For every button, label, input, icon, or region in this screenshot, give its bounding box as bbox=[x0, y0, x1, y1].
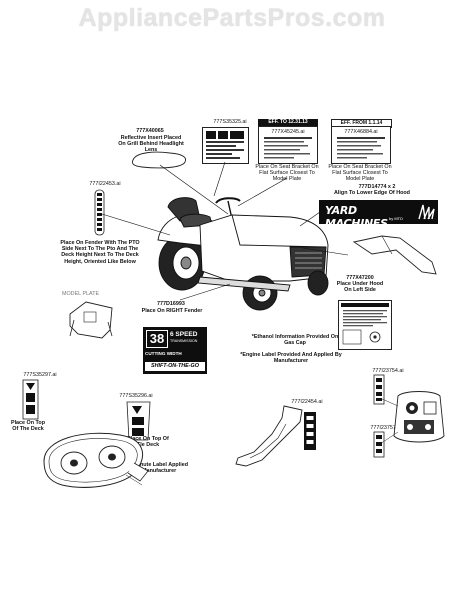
part-number-777x47200: 777X47200 bbox=[346, 275, 374, 281]
yard-machines-logo-text: YARD MACHINES bbox=[325, 204, 388, 230]
right-fender-note: Place On RIGHT Fender bbox=[141, 308, 203, 314]
decal-777d16993: 38 6 SPEED TRANSMISSION CUTTING WIDTH SH… bbox=[143, 327, 207, 374]
by-mtd-text: by MTD bbox=[389, 216, 403, 221]
cutting-width-text: CUTTING WIDTH bbox=[145, 351, 182, 356]
part-number-777d14774: 777D14774 x 2 bbox=[358, 184, 396, 190]
part-number-777i22453: 777I22453.ai bbox=[89, 181, 121, 187]
eff-to-banner: EFF. TO 12.31.13 bbox=[258, 119, 318, 126]
part-number-777d16993: 777D16993 bbox=[157, 301, 185, 307]
shift-on-the-go-text: SHIFT-ON-THE-GO bbox=[145, 362, 205, 371]
part-number-777i22454: 777I22454.ai bbox=[291, 399, 323, 405]
top-deck-note-1: Place On Top Of The Deck bbox=[10, 420, 46, 433]
ethanol-note: *Ethanol Information Provided On Gas Cap bbox=[251, 334, 339, 347]
model-plate-text-lines bbox=[264, 137, 312, 159]
part-number-777s35296: 777S35296.ai bbox=[119, 393, 153, 399]
decal-777x45245: 777X45245.ai bbox=[258, 126, 318, 164]
seat-bracket-note-2: Place On Seat Bracket On Flat Surface Cl… bbox=[328, 164, 392, 183]
decal-777s35325 bbox=[202, 127, 249, 164]
decal-777x47200 bbox=[338, 300, 392, 350]
align-hood-note: Align To Lower Edge Of Hood bbox=[334, 190, 410, 196]
lawn-tractor-illustration bbox=[157, 197, 329, 311]
chute-note: REF: Chute Label Applied By Manufacturer bbox=[122, 462, 188, 475]
decal-777s35296 bbox=[126, 401, 151, 441]
speed-number: 38 bbox=[146, 330, 168, 348]
part-number-777x46884: 777X46884.ai bbox=[344, 129, 378, 135]
model-plate-label: MODEL PLATE bbox=[62, 291, 100, 297]
part-number-777i23757: 777I23757.ai bbox=[370, 425, 402, 431]
model-plate-text-lines-2 bbox=[337, 137, 385, 159]
under-hood-chart-lines bbox=[341, 303, 389, 345]
transmission-text: TRANSMISSION bbox=[170, 339, 198, 343]
mower-deck-illustration bbox=[43, 432, 149, 488]
decal-777x46884: 777X46884.ai bbox=[331, 126, 391, 164]
headlight-insert-shape bbox=[131, 151, 186, 169]
under-hood-note: Place Under Hood On Left Side bbox=[336, 281, 384, 294]
part-number-777s35325: 777S35325.ai bbox=[213, 119, 247, 125]
fender-pto-note: Place On Fender With The PTO Side Next T… bbox=[60, 240, 140, 265]
part-number-777s35297: 777S35297.ai bbox=[23, 372, 57, 378]
side-panel-777i22454 bbox=[235, 405, 316, 467]
top-deck-note-2: Place On Top Of Tle Deck bbox=[127, 436, 169, 449]
hood-underside-shape bbox=[352, 235, 437, 275]
part-number-777x45245: 777X45245.ai bbox=[271, 129, 305, 135]
decal-777i23754 bbox=[373, 374, 385, 405]
seat-bracket-note-1: Place On Seat Bracket On Flat Surface Cl… bbox=[255, 164, 319, 183]
engine-label-note: *Engine Label Provided And Applied By Ma… bbox=[240, 352, 342, 365]
dashboard-console-illustration bbox=[379, 391, 445, 445]
part-number-777x40065: 777X40065 bbox=[136, 128, 164, 134]
grass-logo-icon bbox=[418, 204, 435, 220]
model-plate-bracket-shape bbox=[69, 301, 113, 339]
vertical-decal-777i22453 bbox=[94, 189, 105, 236]
reflective-insert-note: Reflective Insert Placed On Grill Behind… bbox=[118, 135, 184, 154]
decal-warning-icons bbox=[206, 131, 244, 159]
decal-777s35297 bbox=[22, 379, 39, 420]
decal-777i23757 bbox=[373, 431, 385, 458]
yard-machines-decal: YARD MACHINES by MTD bbox=[319, 200, 438, 230]
watermark: AppliancePartsPros.com bbox=[78, 4, 386, 32]
part-number-777i23754: 777I23754.ai bbox=[372, 368, 404, 374]
speed-text: 6 SPEED bbox=[170, 331, 198, 338]
